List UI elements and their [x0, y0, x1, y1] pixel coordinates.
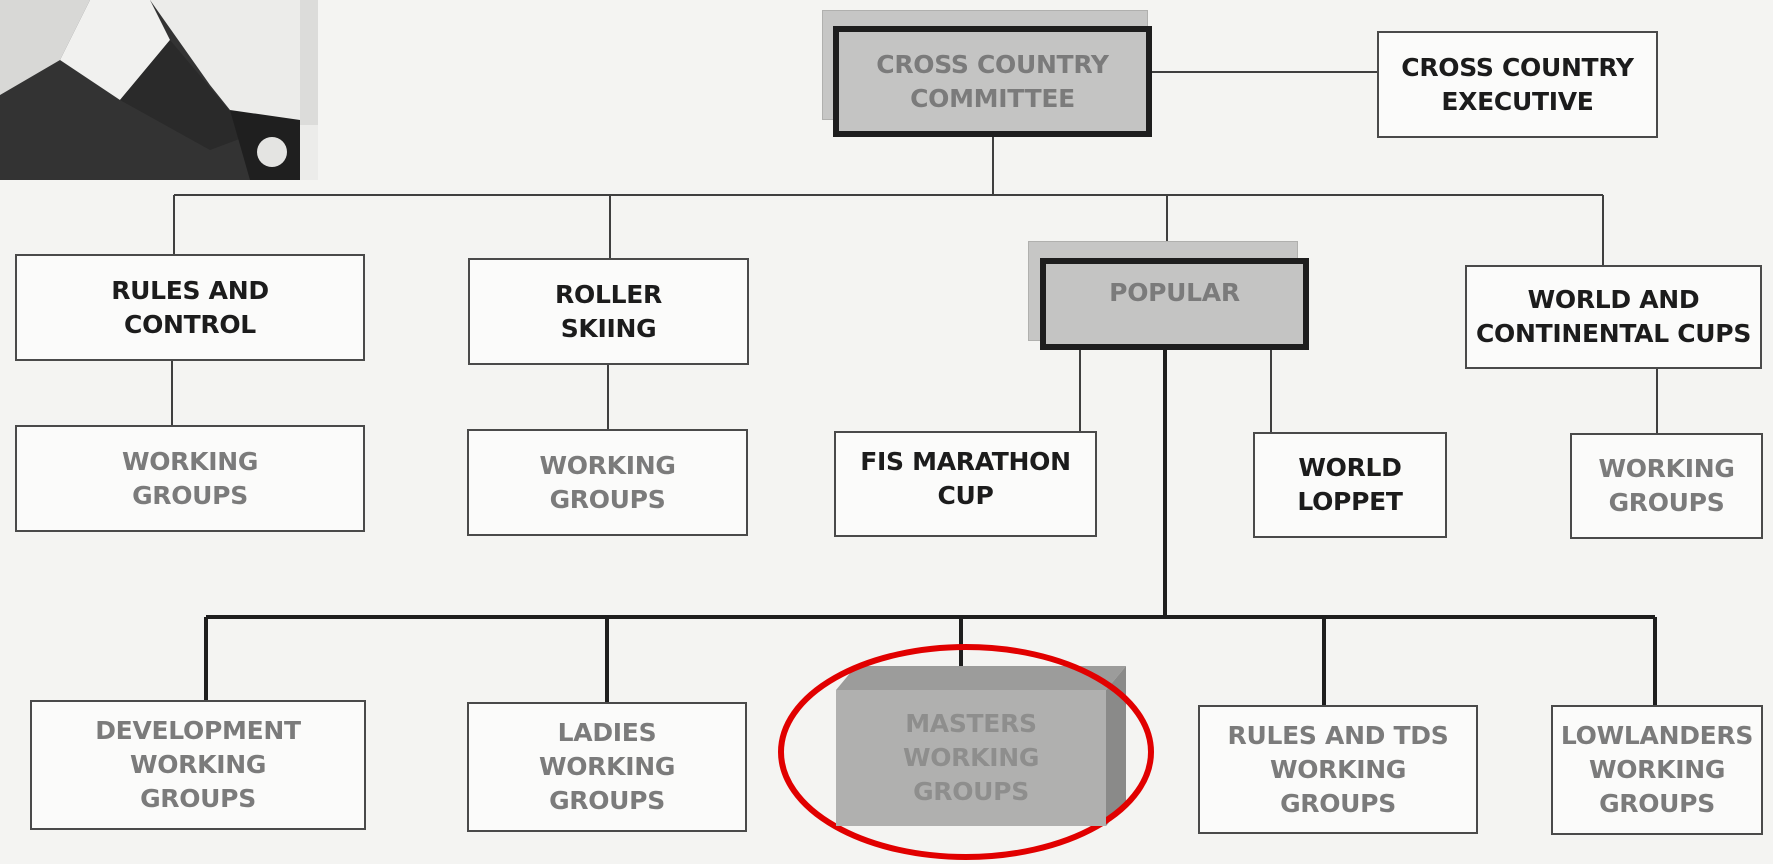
rules-and-tds-working-groups-label: RULES AND TDS WORKING GROUPS: [1227, 720, 1449, 818]
roller-skiing-box: ROLLER SKIING: [468, 258, 749, 365]
world-and-continental-cups-label: WORLD AND CONTINENTAL CUPS: [1475, 285, 1752, 348]
lowlanders-working-groups-label: LOWLANDERS WORKING GROUPS: [1560, 721, 1754, 818]
development-working-groups-label: DEVELOPMENT WORKING GROUPS: [95, 716, 301, 813]
roller-skiing-working-groups-label: WORKING GROUPS: [539, 450, 676, 514]
world-cups-working-groups-box: WORKING GROUPS: [1570, 433, 1763, 539]
rules-and-control-label: RULES AND CONTROL: [111, 275, 269, 339]
world-and-continental-cups-box: WORLD AND CONTINENTAL CUPS: [1465, 265, 1762, 369]
rules-and-control-working-groups-box: WORKING GROUPS: [15, 425, 365, 532]
ladies-working-groups-box: LADIES WORKING GROUPS: [467, 702, 747, 832]
ladies-working-groups-label: LADIES WORKING GROUPS: [538, 718, 676, 815]
rules-and-control-box: RULES AND CONTROL: [15, 254, 365, 361]
world-loppet-label: WORLD LOPPET: [1297, 453, 1403, 516]
cross-country-executive-label: CROSS COUNTRY EXECUTIVE: [1401, 52, 1634, 116]
fis-marathon-cup-box: FIS MARATHON CUP: [834, 431, 1097, 537]
masters-working-groups-label: MASTERS WORKING GROUPS: [902, 709, 1040, 806]
person-photo: [0, 0, 318, 180]
rules-and-control-working-groups-label: WORKING GROUPS: [121, 446, 259, 510]
world-cups-working-groups-label: WORKING GROUPS: [1598, 454, 1735, 517]
cross-country-committee-box: CROSS COUNTRY COMMITTEE: [833, 26, 1152, 137]
popular-label: POPULAR: [1109, 278, 1240, 307]
masters-working-groups-box: MASTERS WORKING GROUPS: [836, 690, 1106, 826]
rules-and-tds-working-groups-box: RULES AND TDS WORKING GROUPS: [1198, 705, 1478, 834]
popular-box: POPULAR: [1040, 258, 1309, 350]
world-loppet-box: WORLD LOPPET: [1253, 432, 1447, 538]
fis-marathon-cup-label: FIS MARATHON CUP: [860, 447, 1071, 510]
lowlanders-working-groups-box: LOWLANDERS WORKING GROUPS: [1551, 705, 1763, 835]
roller-skiing-label: ROLLER SKIING: [555, 279, 662, 343]
roller-skiing-working-groups-box: WORKING GROUPS: [467, 429, 748, 536]
highlight-circle: [778, 644, 1154, 860]
cross-country-committee-label: CROSS COUNTRY COMMITTEE: [876, 49, 1109, 113]
cross-country-executive-box: CROSS COUNTRY EXECUTIVE: [1377, 31, 1658, 138]
development-working-groups-box: DEVELOPMENT WORKING GROUPS: [30, 700, 366, 830]
